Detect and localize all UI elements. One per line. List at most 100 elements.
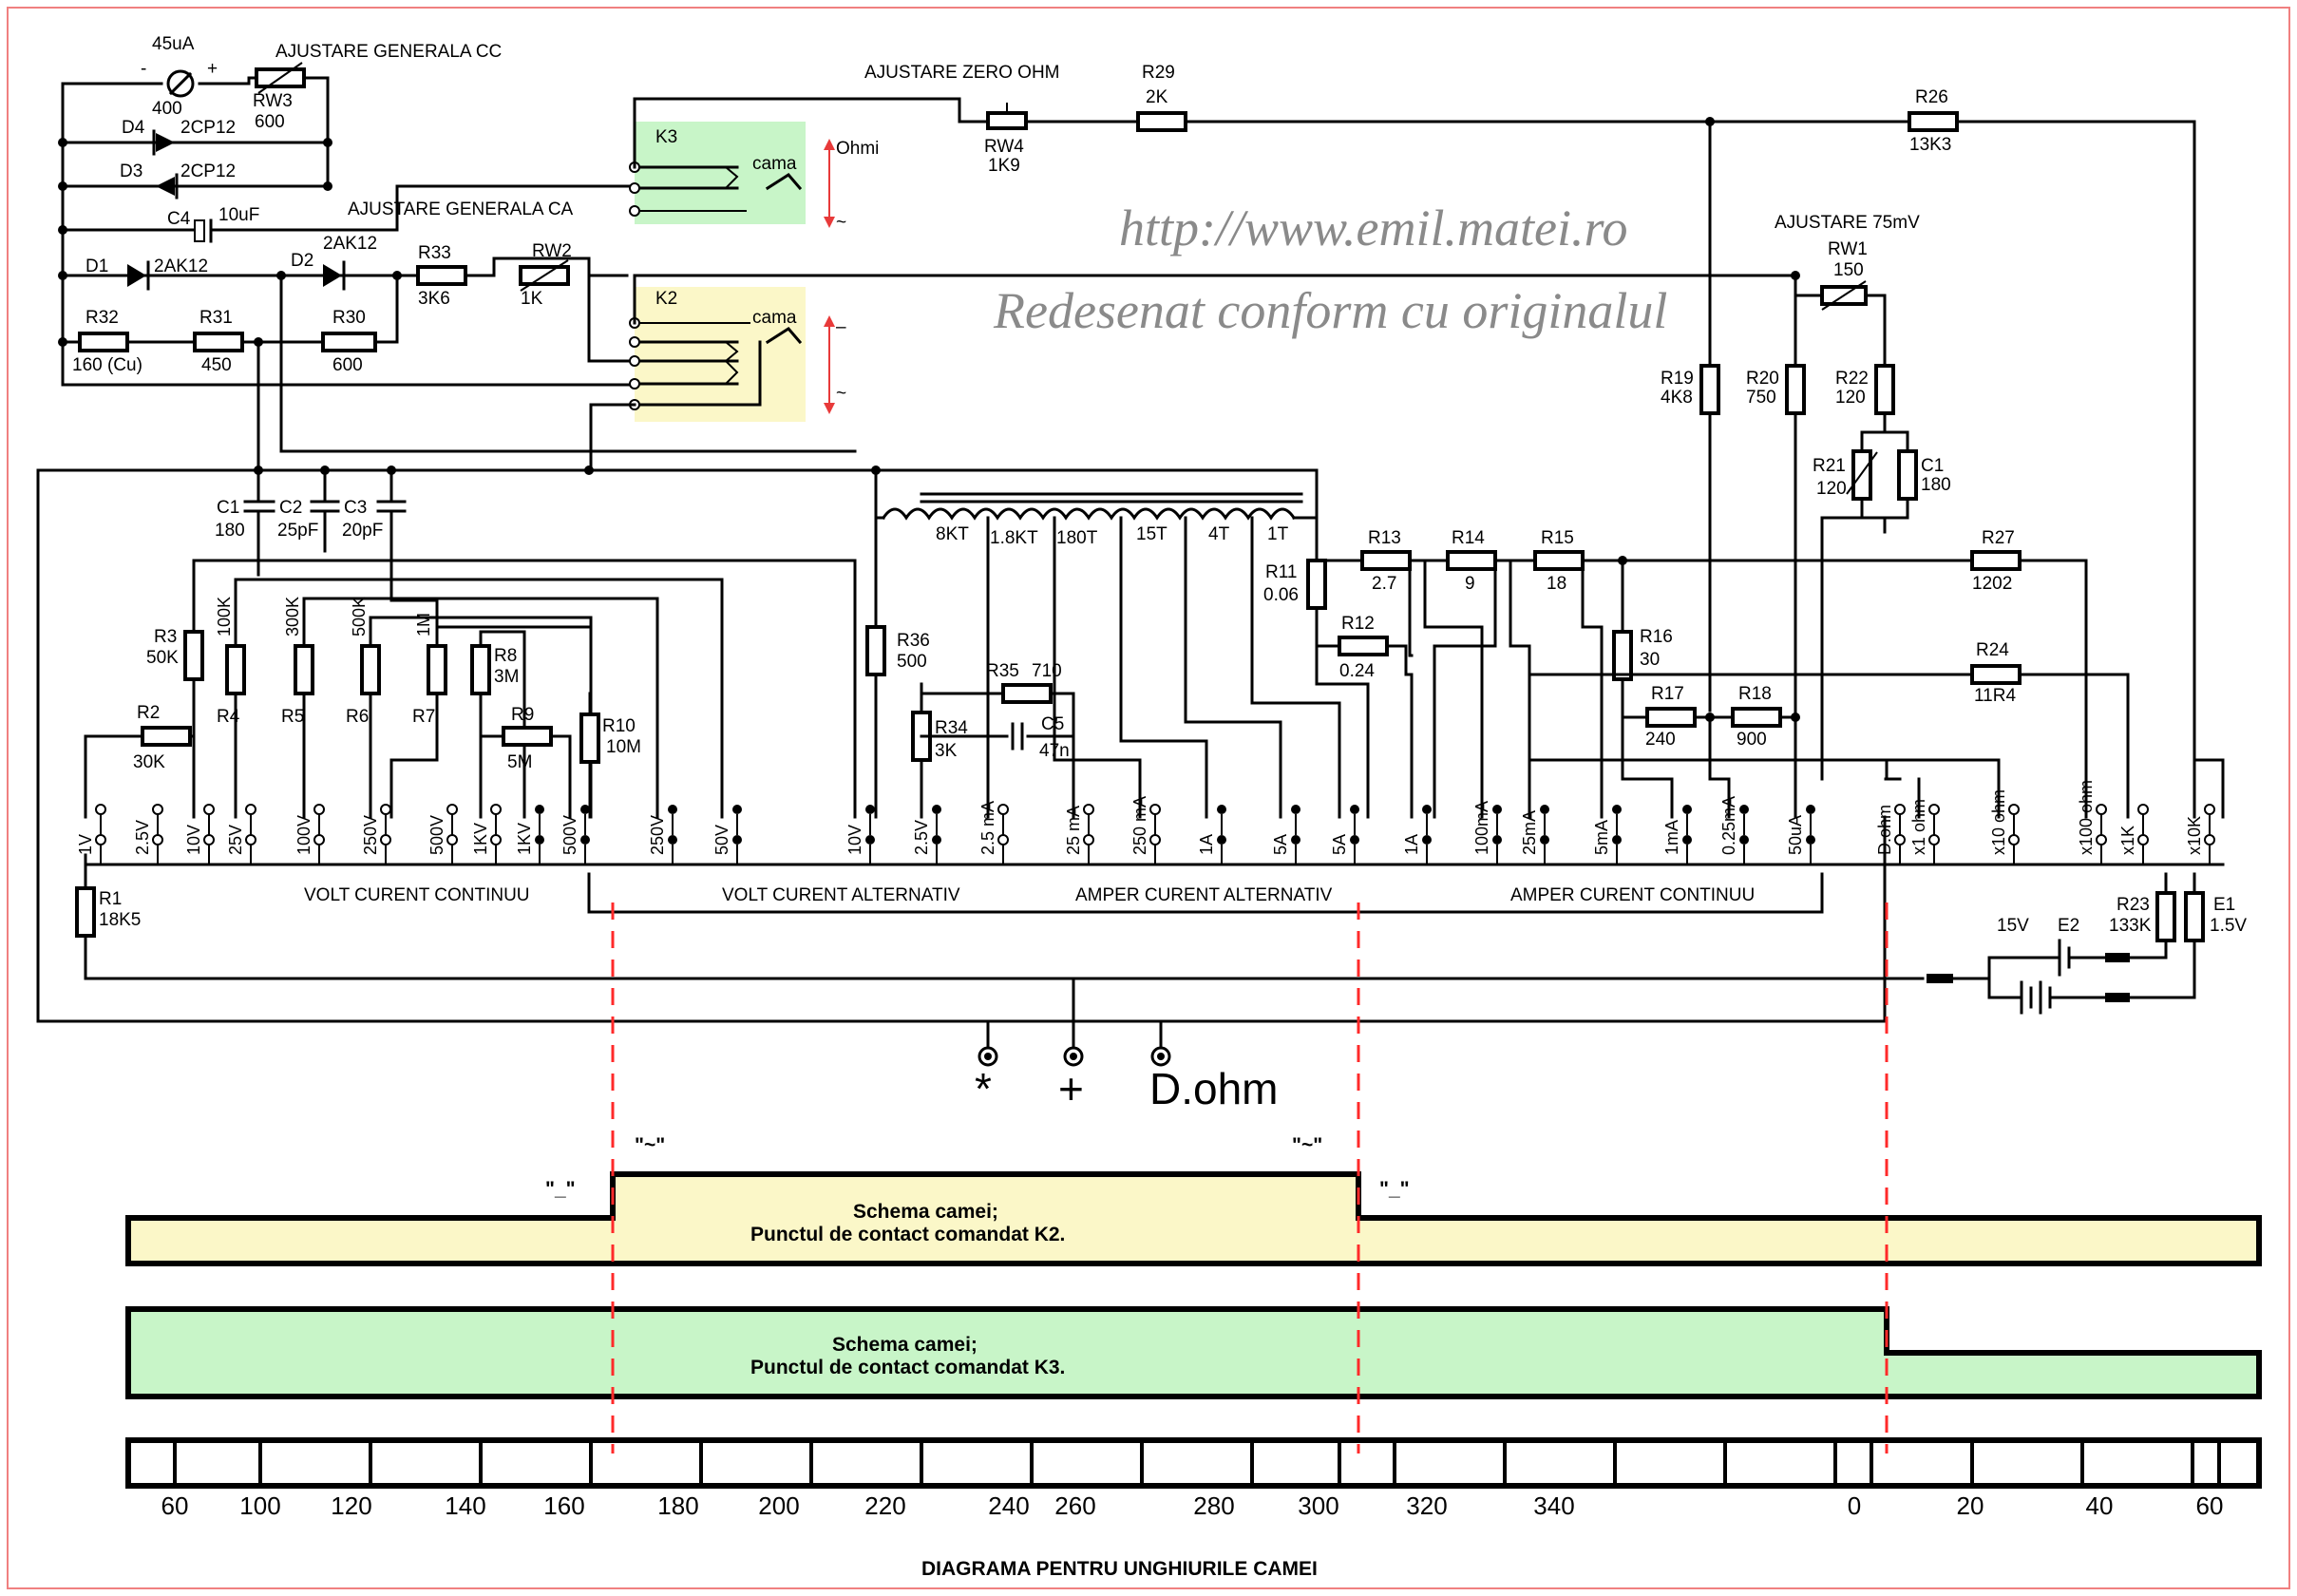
range-switch-4[interactable]: 100V <box>294 804 325 864</box>
part-r22-val: 120 <box>1816 479 1847 499</box>
range-switch-8[interactable]: 1KV <box>515 805 544 864</box>
switch-contact-top <box>580 805 590 814</box>
switch-k3-cama: cama <box>752 154 797 174</box>
range-label-20: 1A <box>1402 834 1421 855</box>
range-switch-5[interactable]: 250V <box>361 804 391 864</box>
range-switch-29[interactable]: x10 ohm <box>1989 789 2020 864</box>
part-r15-val: 18 <box>1547 574 1566 594</box>
switch-contact-bottom <box>2204 834 2215 846</box>
range-label-18: 5A <box>1271 834 1290 855</box>
switch-contact-top <box>668 805 677 814</box>
range-switch-6[interactable]: 500V <box>427 804 458 864</box>
group-acc: AMPER CURENT CONTINUU <box>1510 885 1755 905</box>
range-switch-28[interactable]: x1 ohm <box>1909 799 1940 864</box>
range-label-27: D.ohm <box>1875 805 1894 855</box>
switch-contact-bottom <box>580 835 590 845</box>
range-switch-19[interactable]: 5A <box>1330 805 1359 864</box>
cam-k2-text-1: Schema camei; <box>853 1201 998 1223</box>
switch-contact-bottom <box>1422 835 1432 845</box>
range-switch-30[interactable]: x100 ohm <box>2077 780 2107 864</box>
switch-contact-bottom <box>932 835 941 845</box>
switch-contact-top <box>313 804 325 815</box>
range-label-10: 250V <box>648 815 667 855</box>
range-label-32: x10K <box>2185 816 2204 855</box>
switch-k3-id: K3 <box>655 127 677 147</box>
range-switch-21[interactable]: 100mA <box>1472 801 1502 864</box>
switch-contact-bottom <box>1540 835 1549 845</box>
range-switch-22[interactable]: 25mA <box>1520 805 1549 864</box>
cam-k2-dc-right: "_" <box>1379 1178 1410 1200</box>
range-label-19: 5A <box>1330 834 1349 855</box>
group-vcc: VOLT CURENT CONTINUU <box>304 885 530 905</box>
range-switch-3[interactable]: 25V <box>226 804 256 864</box>
range-label-26: 50uA <box>1786 815 1805 855</box>
range-switch-20[interactable]: 1A <box>1402 805 1432 864</box>
switch-contact-bottom <box>1682 835 1692 845</box>
range-switch-32[interactable]: x10K <box>2185 804 2215 864</box>
range-switch-10[interactable]: 250V <box>648 805 677 864</box>
footer-title: DIAGRAMA PENTRU UNGHIURILE CAMEI <box>921 1558 1318 1580</box>
range-switch-16[interactable]: 250 mA <box>1130 796 1161 864</box>
range-label-30: x100 ohm <box>2077 780 2096 855</box>
range-switch-26[interactable]: 50uA <box>1786 805 1815 864</box>
part-r7-val: 1M <box>414 613 433 636</box>
switch-contact-top <box>1894 804 1906 815</box>
range-switch-17[interactable]: 1A <box>1197 805 1226 864</box>
part-r31-id: R31 <box>199 308 233 328</box>
angle-label-13: 340 <box>1533 1492 1574 1520</box>
switch-contact-bottom <box>95 834 106 846</box>
switch-contact-bottom <box>2137 834 2149 846</box>
part-r27-id: R24 <box>1976 640 2009 660</box>
range-switch-2[interactable]: 10V <box>184 804 215 864</box>
range-switch-11[interactable]: 50V <box>712 805 742 864</box>
switch-contact-top <box>152 804 163 815</box>
range-label-25: 0.25mA <box>1719 796 1738 855</box>
switch-contact-top <box>1350 805 1359 814</box>
switch-k2-id: K2 <box>655 289 677 309</box>
range-switch-14[interactable]: 2.5 mA <box>978 801 1009 864</box>
range-switch-0[interactable]: 1V <box>76 804 106 864</box>
part-r28-id: R19 <box>1661 369 1694 389</box>
switch-contact-top <box>732 805 742 814</box>
range-switch-27[interactable]: D.ohm <box>1875 804 1906 864</box>
part-r6-id: R6 <box>346 707 369 727</box>
part-r8-id: R8 <box>494 646 517 666</box>
range-switch-9[interactable]: 500V <box>560 805 590 864</box>
range-switch-1[interactable]: 2.5V <box>133 804 163 864</box>
range-switch-18[interactable]: 5A <box>1271 805 1300 864</box>
range-switch-15[interactable]: 25 mA <box>1064 804 1094 864</box>
switch-contact-bottom <box>490 834 502 846</box>
range-label-15: 25 mA <box>1064 806 1083 855</box>
switch-contact-bottom <box>1149 834 1161 846</box>
range-switch-7[interactable]: 1KV <box>471 804 502 864</box>
switch-contact-top <box>1540 805 1549 814</box>
range-switch-31[interactable]: x1K <box>2118 804 2149 864</box>
switch-k3: K3 cama Ohmi ~ <box>629 127 879 233</box>
angle-label-8: 240 <box>988 1492 1029 1520</box>
part-r16-id: R16 <box>1640 627 1673 647</box>
range-switch-13[interactable]: 2.5V <box>912 805 941 864</box>
part-r32-val: 160 (Cu) <box>72 355 142 375</box>
part-r19-val: 750 <box>1746 388 1776 408</box>
switch-contact-top <box>2137 804 2149 815</box>
switch-contact-bottom <box>1350 835 1359 845</box>
part-r34-val: 3K <box>935 741 958 761</box>
switch-contact-top <box>1149 804 1161 815</box>
angle-label-3: 140 <box>445 1492 485 1520</box>
range-label-13: 2.5V <box>912 820 931 855</box>
tap-15t: 15T <box>1136 524 1167 544</box>
part-c5-label: C5 <box>1041 714 1064 734</box>
switch-contact-top <box>1422 805 1432 814</box>
angle-label-5: 180 <box>657 1492 698 1520</box>
adjust-cc: AJUSTARE GENERALA CC <box>275 42 502 62</box>
part-c3-val: 20pF <box>342 521 383 541</box>
range-switch-12[interactable]: 10V <box>845 805 875 864</box>
range-switch-24[interactable]: 1mA <box>1662 805 1692 864</box>
part-r35-id: R35 <box>986 661 1019 681</box>
meter-section: 45uA - + 400 AJUSTARE GENERALA CC RW3 60… <box>58 34 857 472</box>
range-switch-23[interactable]: 5mA <box>1592 805 1622 864</box>
range-switch-25[interactable]: 0.25mA <box>1719 796 1749 864</box>
switch-contact-top <box>1291 805 1300 814</box>
meter-current: 45uA <box>152 34 195 54</box>
page-border <box>7 7 2290 1589</box>
